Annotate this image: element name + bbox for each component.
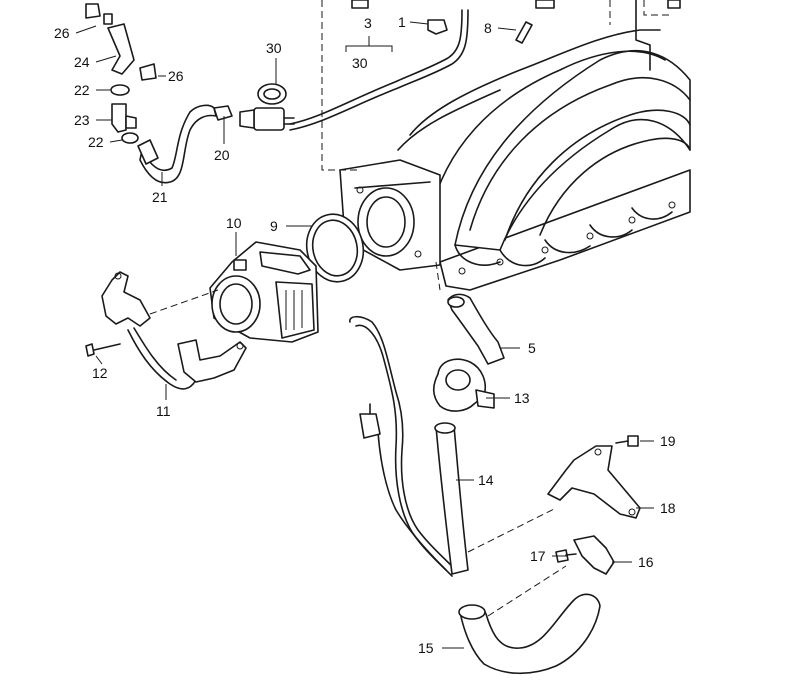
- bolt-12: [85, 343, 121, 357]
- callout-15: 15: [418, 640, 434, 656]
- hose-5: [447, 293, 505, 365]
- vacuum-hose-assembly: [289, 0, 555, 131]
- bracket-18: [547, 445, 641, 519]
- callout-9: 9: [270, 218, 278, 234]
- callout-17: 17: [530, 548, 546, 564]
- callout-26-top: 26: [54, 25, 70, 41]
- callout-22-bottom: 22: [88, 134, 104, 150]
- callout-24: 24: [74, 54, 90, 70]
- callout-20: 20: [214, 147, 230, 163]
- intake-manifold: [339, 0, 691, 291]
- callout-10: 10: [226, 215, 242, 231]
- fitting-13: [432, 358, 495, 412]
- callout-12: 12: [92, 365, 108, 381]
- callout-22-top: 22: [74, 82, 90, 98]
- callout-13: 13: [514, 390, 530, 406]
- callout-labels: 26 24 26 22 23 22 21 20 30 3 30 1 8 10 9…: [54, 14, 676, 656]
- callout-16: 16: [638, 554, 654, 570]
- callout-11: 11: [156, 403, 171, 419]
- hose-14: [434, 422, 469, 575]
- leader-lines: [75, 21, 654, 649]
- bolt-19: [615, 435, 639, 447]
- callout-5: 5: [528, 340, 536, 356]
- callout-14: 14: [478, 472, 494, 488]
- callout-1: 1: [398, 14, 406, 30]
- callout-8: 8: [484, 20, 492, 36]
- hose-15: [458, 593, 601, 675]
- callout-18: 18: [660, 500, 676, 516]
- callout-23: 23: [74, 112, 90, 128]
- bracket-11: [101, 271, 247, 390]
- sensor-harness: [349, 315, 459, 577]
- gasket-9: [305, 213, 365, 283]
- throttle-body-10: [209, 241, 319, 343]
- callout-30-clamp: 30: [266, 40, 282, 56]
- clamp-30: [257, 83, 287, 105]
- left-hose-parts: [85, 3, 217, 184]
- callout-3: 3: [364, 15, 372, 31]
- callout-19: 19: [660, 433, 676, 449]
- callout-30-hose: 30: [352, 55, 368, 71]
- callout-26-right: 26: [168, 68, 184, 84]
- callout-21: 21: [152, 189, 168, 205]
- clip-16: [573, 535, 615, 575]
- valve-assembly: [213, 105, 295, 131]
